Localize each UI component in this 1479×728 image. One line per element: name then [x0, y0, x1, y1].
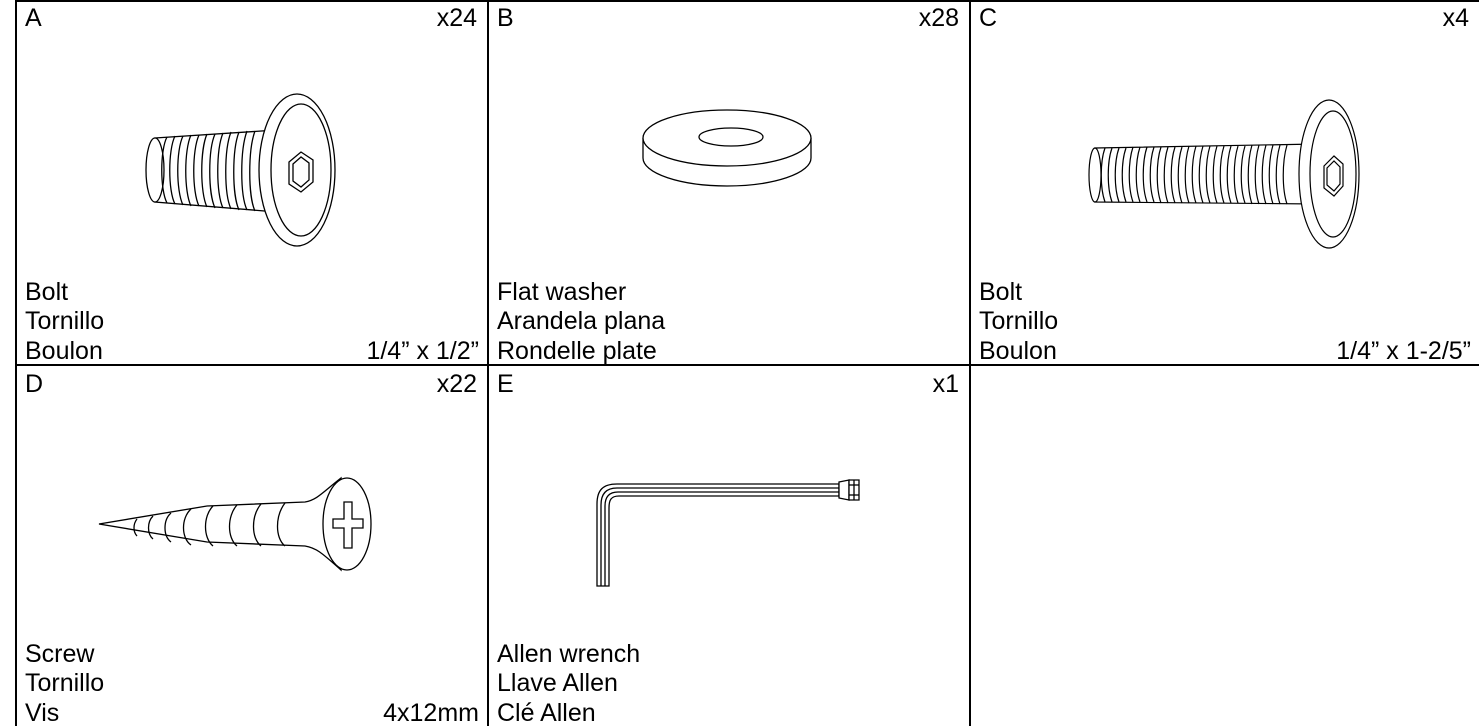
- part-cell-e: E x1 Allen wrench Llave Allen Clé Allen: [489, 366, 969, 726]
- part-quantity: x28: [919, 4, 959, 33]
- part-quantity: x22: [437, 370, 477, 399]
- part-letter: B: [497, 4, 514, 33]
- part-cell-c: C x4: [971, 0, 1479, 364]
- part-quantity: x1: [933, 370, 959, 399]
- part-name-es: Tornillo: [25, 307, 104, 337]
- table-column-divider: [969, 0, 971, 726]
- part-name-es: Llave Allen: [497, 669, 640, 699]
- part-cell-b: B x28 Flat washer Arandela plana Rondell…: [489, 0, 969, 364]
- part-name-es: Tornillo: [979, 307, 1058, 337]
- part-name-fr: Clé Allen: [497, 699, 640, 728]
- part-name-es: Arandela plana: [497, 307, 665, 337]
- allen-wrench-icon: [589, 474, 879, 594]
- part-name-en: Flat washer: [497, 278, 665, 308]
- part-letter: A: [25, 4, 42, 33]
- table-border-left: [15, 0, 17, 726]
- part-cell-a: A x24: [17, 0, 487, 364]
- part-size: 4x12mm: [383, 699, 479, 728]
- part-names: Bolt Tornillo Boulon: [979, 278, 1058, 367]
- part-letter: C: [979, 4, 997, 33]
- part-size: 1/4” x 1/2”: [366, 337, 479, 366]
- part-letter: E: [497, 370, 514, 399]
- part-letter: D: [25, 370, 43, 399]
- part-name-en: Allen wrench: [497, 640, 640, 670]
- part-names: Flat washer Arandela plana Rondelle plat…: [497, 278, 665, 367]
- table-column-divider: [487, 0, 489, 726]
- part-name-fr: Vis: [25, 699, 104, 728]
- part-name-en: Bolt: [979, 278, 1058, 308]
- table-row-divider: [15, 364, 1479, 366]
- part-names: Screw Tornillo Vis: [25, 640, 104, 728]
- part-name-es: Tornillo: [25, 669, 104, 699]
- part-names: Bolt Tornillo Boulon: [25, 278, 104, 367]
- part-size: 1/4” x 1-2/5”: [1336, 337, 1471, 366]
- part-name-fr: Boulon: [25, 337, 104, 367]
- part-names: Allen wrench Llave Allen Clé Allen: [497, 640, 640, 728]
- part-quantity: x24: [437, 4, 477, 33]
- screw-icon: [97, 462, 397, 582]
- part-name-fr: Rondelle plate: [497, 337, 665, 367]
- empty-cell: [971, 366, 1479, 726]
- table-border-top: [15, 0, 1479, 2]
- long-bolt-icon: [1085, 92, 1365, 252]
- part-quantity: x4: [1443, 4, 1469, 33]
- flat-washer-icon: [639, 100, 819, 190]
- short-bolt-icon: [137, 90, 337, 270]
- part-name-en: Bolt: [25, 278, 104, 308]
- part-cell-d: D x22 Screw Tornillo Vis 4x12mm: [17, 366, 487, 726]
- part-name-fr: Boulon: [979, 337, 1058, 367]
- part-name-en: Screw: [25, 640, 104, 670]
